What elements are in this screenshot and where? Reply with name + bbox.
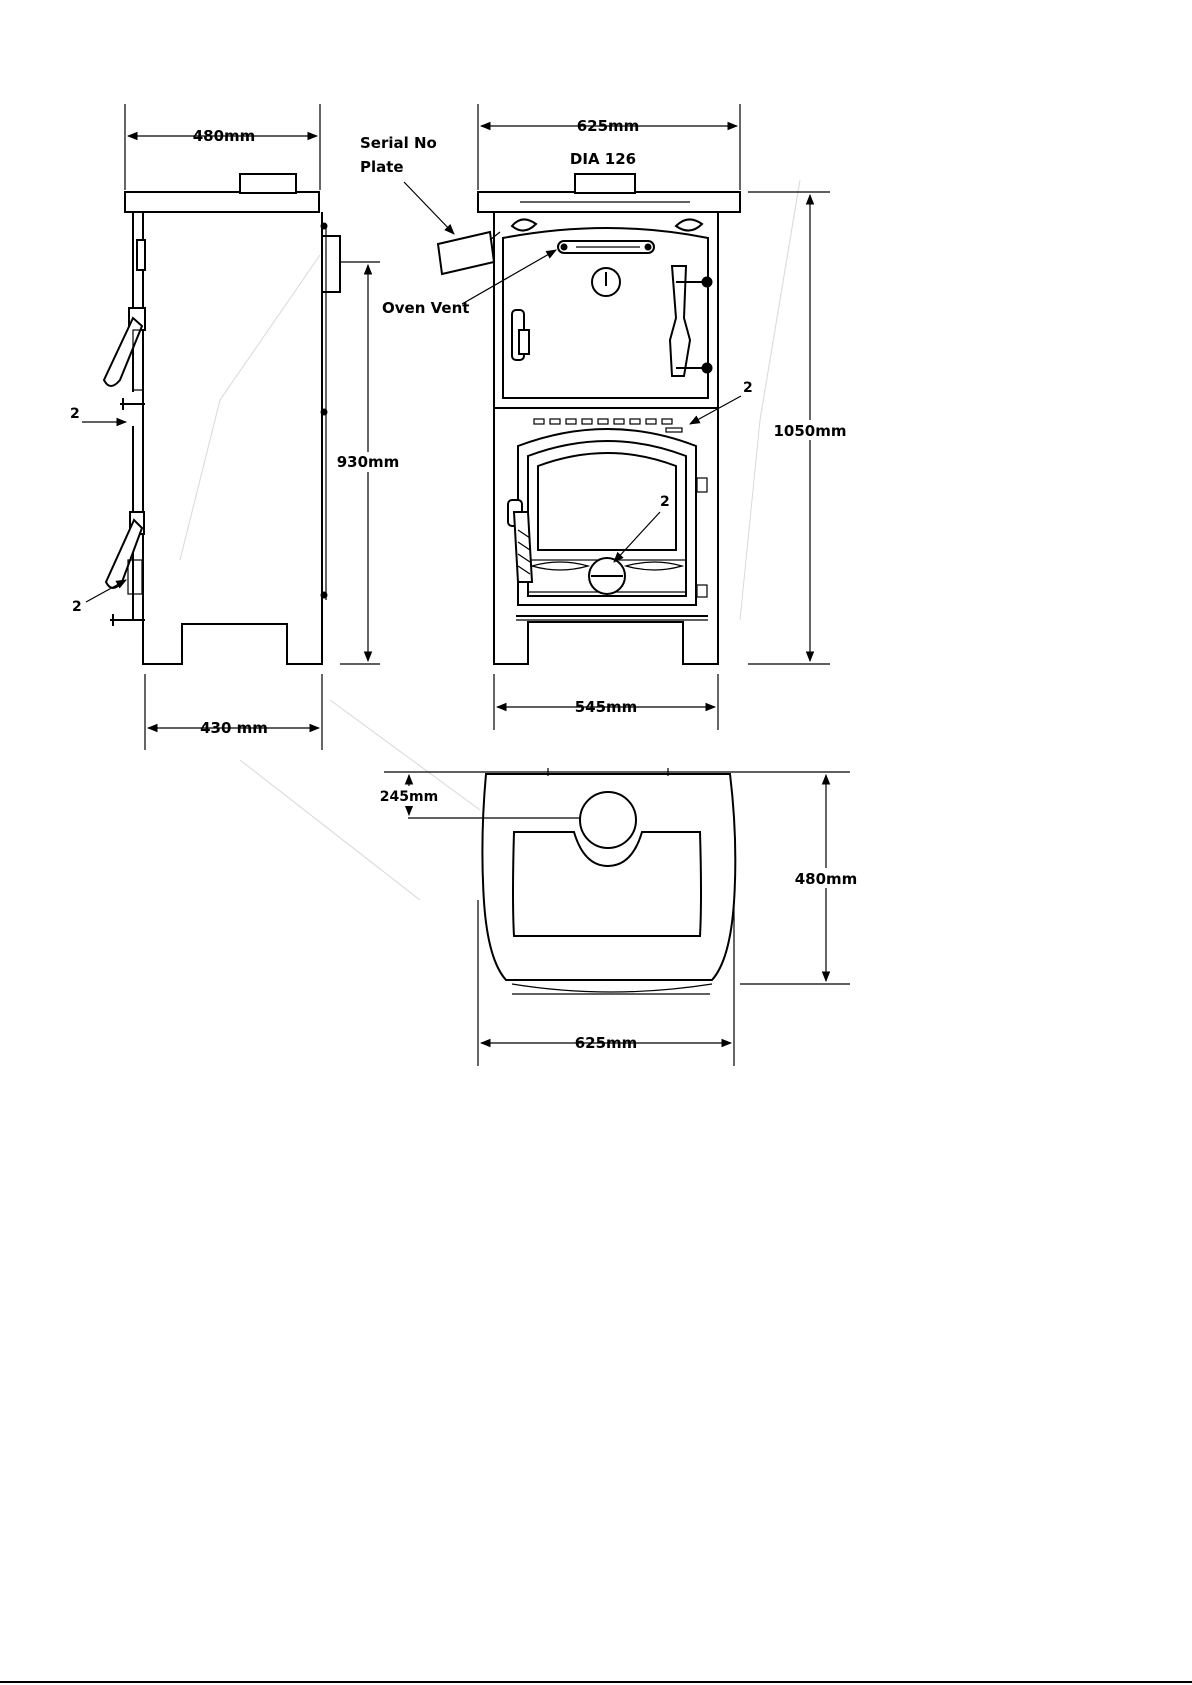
- front-view: 625mm DIA 126 1050mm 545mm Serial No Pla…: [360, 104, 847, 730]
- front-ref-mid: 2: [660, 494, 670, 510]
- side-body: [143, 212, 322, 664]
- plan-width-label: 625mm: [575, 1034, 638, 1052]
- plan-flue-outlet: [580, 792, 636, 848]
- serial-plate-label-2: Plate: [360, 158, 404, 176]
- side-lower-handle: [106, 520, 142, 588]
- plan-view: 245mm 480mm 625mm: [380, 768, 857, 1066]
- serial-plate-label-1: Serial No: [360, 134, 437, 152]
- front-flue-collar: [575, 174, 635, 193]
- side-top-plate: [125, 192, 319, 212]
- front-top-hinge-right: [676, 219, 702, 230]
- side-depth-label: 480mm: [193, 127, 256, 145]
- front-top-hinge-left: [512, 219, 536, 230]
- side-ref-lower: 2: [72, 599, 82, 615]
- plan-flue-offset-label: 245mm: [380, 789, 438, 805]
- side-ref-upper: 2: [70, 406, 80, 422]
- front-base-label: 545mm: [575, 698, 638, 716]
- side-height-label: 930mm: [337, 453, 400, 471]
- flue-diameter-label: DIA 126: [570, 150, 636, 168]
- front-ref-top: 2: [743, 380, 753, 396]
- oven-vent-label: Oven Vent: [382, 299, 469, 317]
- serial-number-plate: [438, 232, 494, 274]
- front-height-label: 1050mm: [773, 422, 846, 440]
- plan-depth-label: 480mm: [795, 870, 858, 888]
- side-base-label: 430 mm: [200, 719, 268, 737]
- front-width-label: 625mm: [577, 117, 640, 135]
- side-flue-collar: [240, 174, 296, 193]
- side-rear-bolt: [321, 223, 327, 229]
- side-view: 480mm 430 mm 930mm 2 2: [70, 104, 399, 750]
- side-upper-handle: [104, 318, 142, 386]
- side-rear-flue-box: [322, 236, 340, 292]
